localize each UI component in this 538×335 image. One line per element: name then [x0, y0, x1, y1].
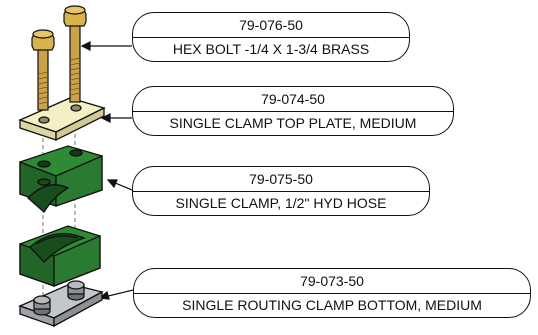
part-number: 79-074-50	[261, 91, 325, 107]
callout-top-plate: 79-074-50 SINGLE CLAMP TOP PLATE, MEDIUM	[132, 86, 454, 136]
upper-clamp-half	[19, 145, 103, 213]
hex-bolt-right	[63, 5, 87, 103]
bottom-plate	[18, 280, 104, 328]
callout-divider	[133, 37, 409, 38]
lower-clamp-half	[19, 225, 101, 287]
callout-divider	[134, 293, 530, 294]
hex-bolt-left	[31, 29, 55, 111]
callout-bottom-plate: 79-073-50 SINGLE ROUTING CLAMP BOTTOM, M…	[133, 268, 531, 318]
part-description: SINGLE CLAMP, 1/2" HYD HOSE	[175, 195, 387, 211]
part-description: SINGLE CLAMP TOP PLATE, MEDIUM	[169, 115, 417, 131]
part-number: 79-076-50	[239, 17, 303, 33]
part-number: 79-073-50	[300, 273, 364, 289]
part-number: 79-075-50	[249, 171, 313, 187]
part-description: SINGLE ROUTING CLAMP BOTTOM, MEDIUM	[182, 297, 482, 313]
callout-hex-bolt: 79-076-50 HEX BOLT -1/4 X 1-3/4 BRASS	[132, 12, 410, 62]
part-description: HEX BOLT -1/4 X 1-3/4 BRASS	[172, 41, 370, 57]
callout-divider	[133, 191, 429, 192]
callout-single-clamp: 79-075-50 SINGLE CLAMP, 1/2" HYD HOSE	[132, 166, 430, 216]
callout-divider	[133, 111, 453, 112]
top-plate	[18, 97, 106, 142]
